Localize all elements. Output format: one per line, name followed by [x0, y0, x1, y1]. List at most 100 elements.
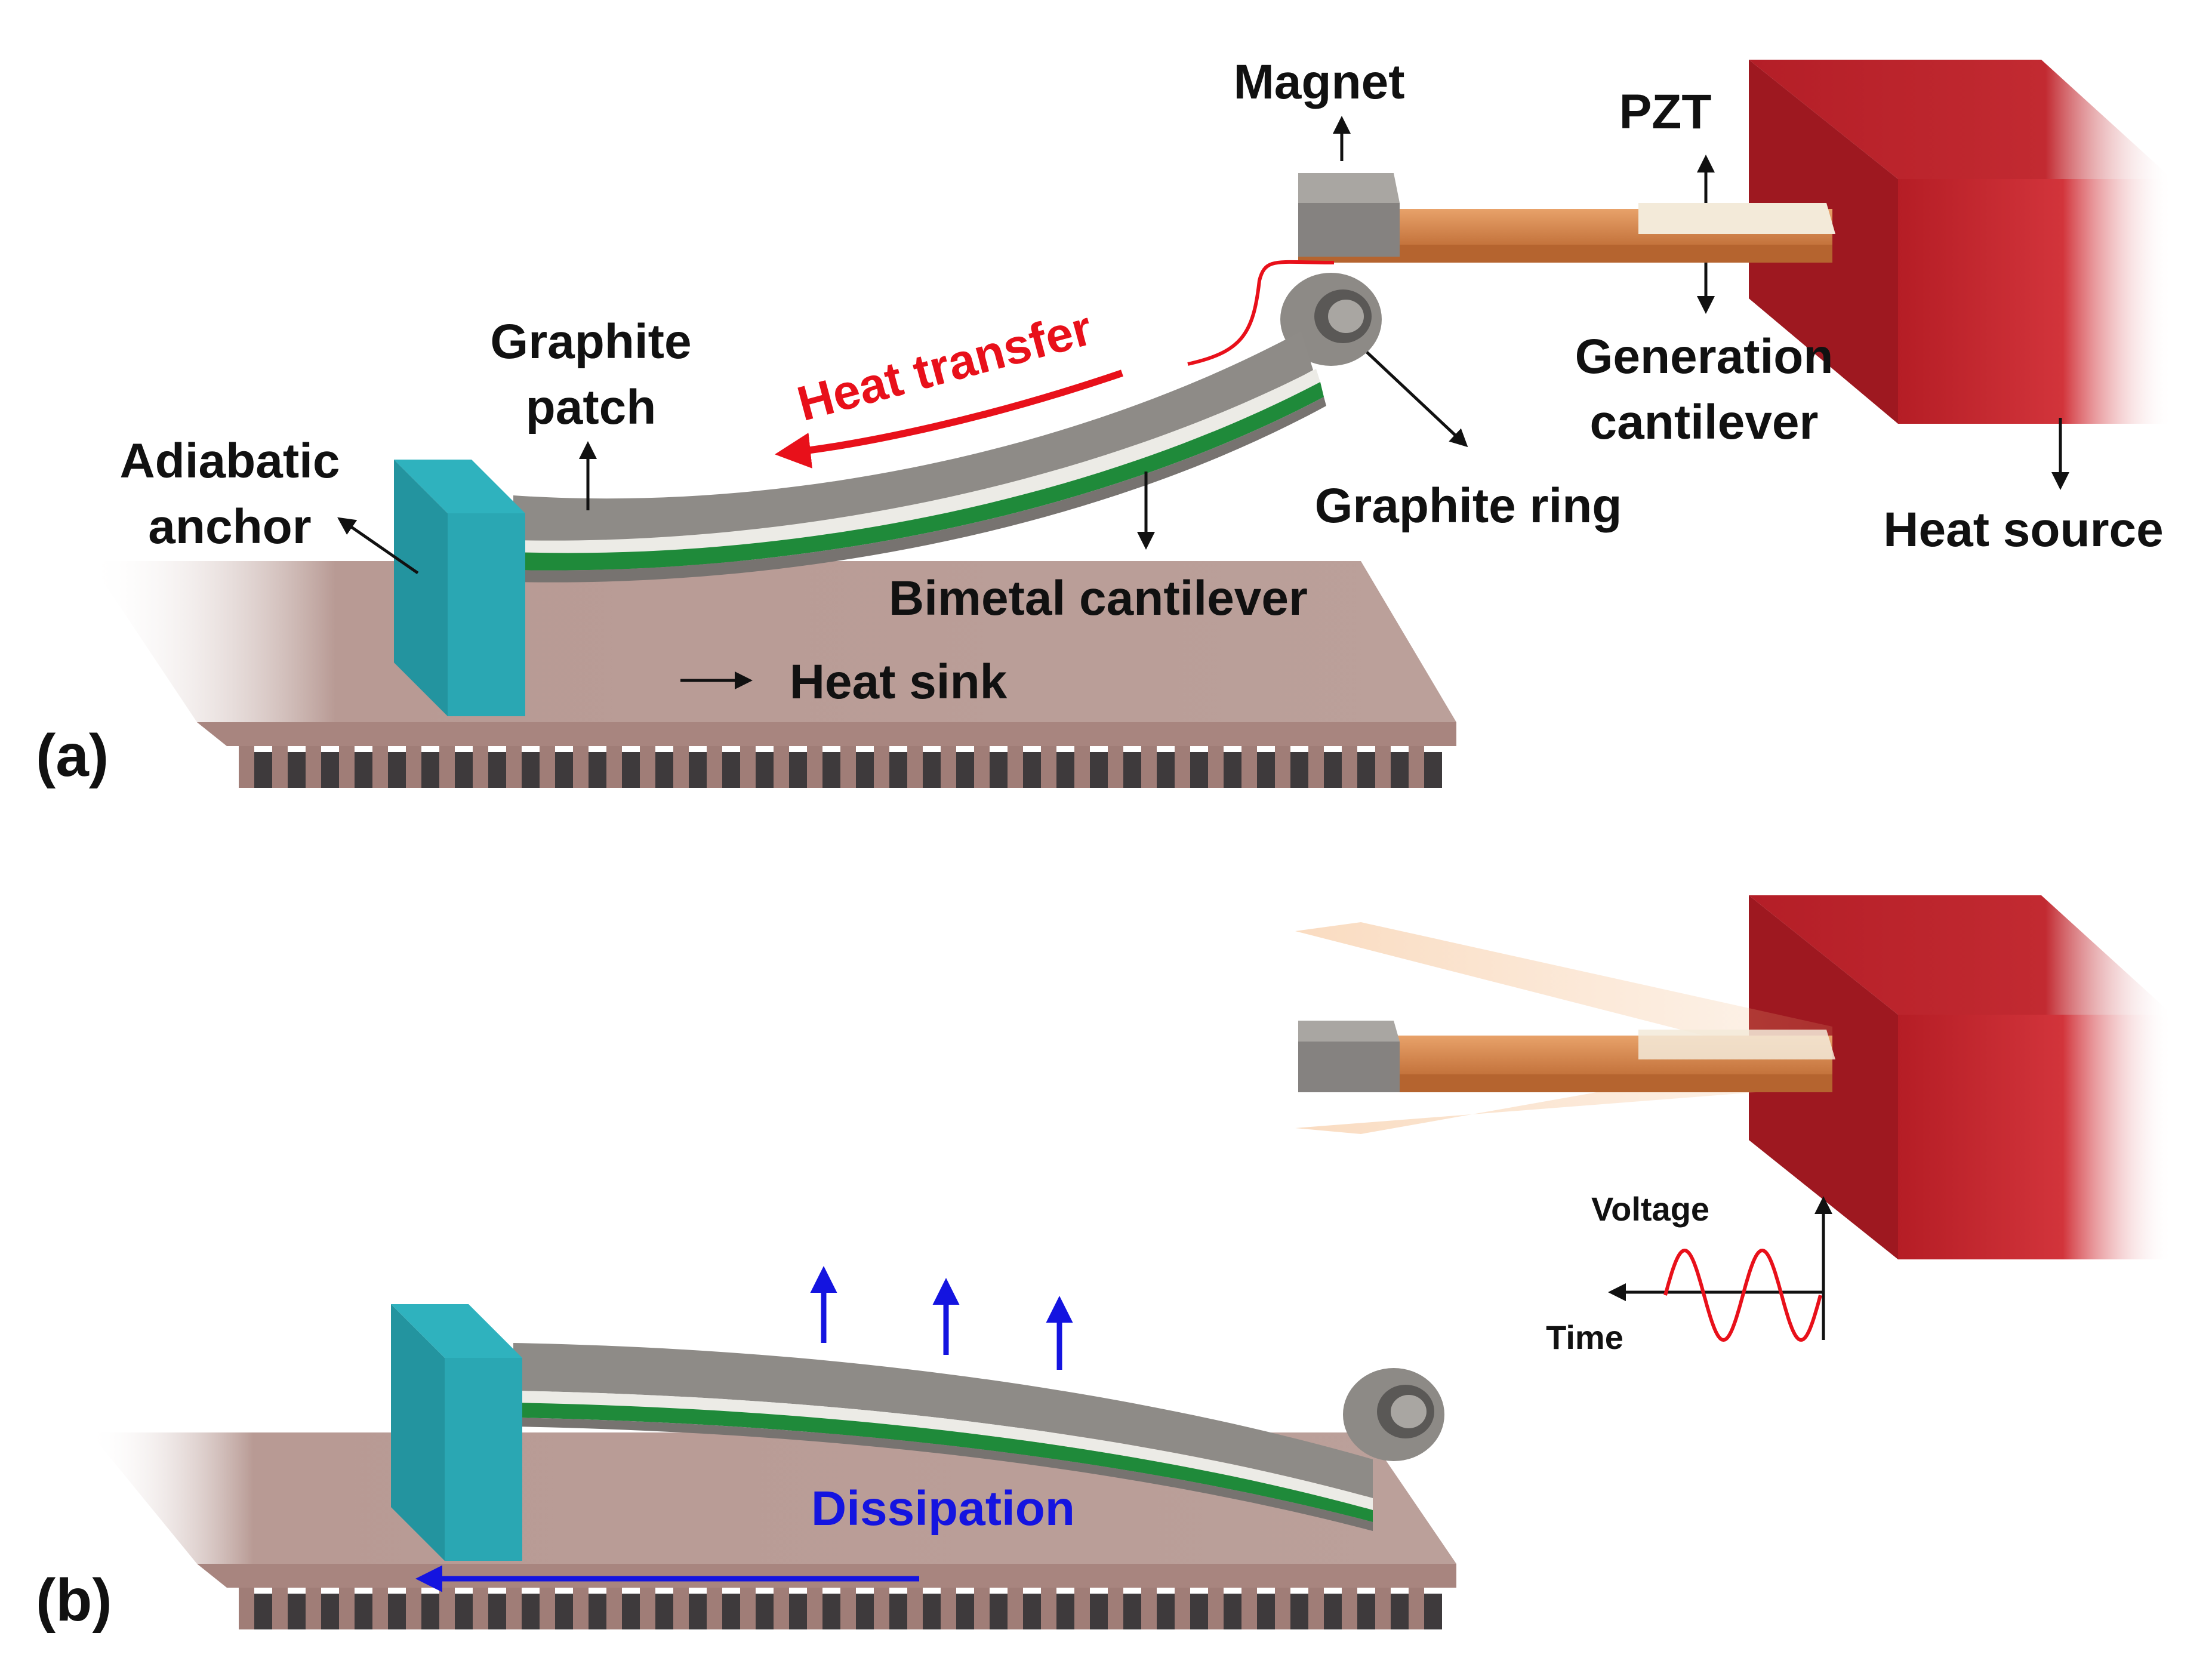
heat-sink-fin-gap: [388, 752, 406, 788]
anchor-diagonal-arrow-icon: [337, 517, 419, 575]
heat-sink-fin-gap: [1224, 1594, 1241, 1629]
heat-sink-fin-gap: [889, 1594, 907, 1629]
sine-wave-icon: [1663, 1248, 1822, 1342]
heat-sink-fin-gap: [1290, 1594, 1308, 1629]
heat-transfer-arrow: [775, 369, 1123, 469]
heat-sink-fin: [239, 746, 254, 788]
heat-sink-fin: [473, 746, 488, 788]
heat-sink-fin-gap: [455, 752, 473, 788]
bimetal-cantilever: [513, 331, 1326, 583]
heat-sink-fin: [707, 746, 722, 788]
heat-sink-fin-gap: [622, 1594, 640, 1629]
heat-sink-fin-gap: [789, 752, 807, 788]
heat-sink-fin-gap: [923, 1594, 941, 1629]
heat-sink-fin-gap: [1023, 752, 1041, 788]
pzt-layer: [1638, 203, 1835, 234]
vibrating-cantilever: [1295, 922, 1835, 1134]
heat-sink-b: [90, 1432, 1456, 1629]
heat-sink-fin-gap: [822, 752, 840, 788]
heat-sink-fin-gap: [254, 752, 272, 788]
label-adiabatic-anchor-line1: Adiabatic: [119, 434, 340, 488]
heat-sink-fin-gap: [990, 1594, 1008, 1629]
heat-sink-fin-gap: [1023, 1594, 1041, 1629]
heat-sink-fin-gap: [1090, 752, 1108, 788]
heat-sink-fin-gap: [856, 1594, 874, 1629]
panel-a: Magnet PZT Graphite patch Adiabatic anch…: [36, 55, 2173, 789]
heat-sink-fin-gap: [1391, 752, 1409, 788]
heat-sink-fin: [1041, 746, 1056, 788]
heat-sink-fin-gap: [555, 1594, 573, 1629]
adiabatic-anchor: [394, 460, 525, 716]
heat-sink-fin: [1074, 746, 1090, 788]
heat-sink-fin-gap: [756, 1594, 774, 1629]
heat-sink-fin: [907, 746, 923, 788]
heat-sink-fin: [1342, 746, 1357, 788]
heat-sink-fin: [1208, 1588, 1224, 1629]
panel-b: Voltage Time Dissipation (b): [36, 895, 2173, 1634]
heat-sink-fin-gap: [1324, 1594, 1342, 1629]
heat-sink-fin-gap: [789, 1594, 807, 1629]
heat-sink-fin-gap: [956, 1594, 974, 1629]
heat-sink-fin-gap: [689, 1594, 707, 1629]
heat-sink-fin-gap: [555, 752, 573, 788]
heat-sink-fin-gap: [889, 752, 907, 788]
heat-sink-fin-gap: [756, 752, 774, 788]
heat-sink-fin: [673, 1588, 689, 1629]
graphite-ring: [1280, 273, 1382, 366]
heat-sink-fin: [239, 1588, 254, 1629]
label-voltage: Voltage: [1591, 1190, 1709, 1228]
heat-sink-fin-gap: [923, 752, 941, 788]
heat-sink-fin-gap: [522, 1594, 540, 1629]
generation-cantilever: [1298, 203, 1835, 263]
heat-sink-fin: [1008, 746, 1023, 788]
heat-sink-fin: [807, 746, 822, 788]
heat-sink-fin: [907, 1588, 923, 1629]
heat-sink-fin: [974, 1588, 990, 1629]
heat-sink-fin-gap: [1391, 1594, 1409, 1629]
heat-sink-fin-gap: [1357, 752, 1375, 788]
heat-sink-fin-gap: [589, 1594, 606, 1629]
heat-sink-fin-gap: [355, 752, 372, 788]
heat-sink-fin: [941, 746, 956, 788]
heat-sink-fin: [840, 746, 856, 788]
heat-sink-fin-gap: [355, 1594, 372, 1629]
heat-sink-fin: [306, 1588, 321, 1629]
heat-sink-fin-gap: [288, 752, 306, 788]
label-graphite-ring: Graphite ring: [1315, 479, 1622, 533]
heat-sink-fin: [1041, 1588, 1056, 1629]
heat-sink-fin: [606, 746, 622, 788]
heat-sink-fin: [306, 746, 321, 788]
heat-sink-fin: [840, 1588, 856, 1629]
heat-path-line: [1187, 260, 1335, 366]
voltage-time-plot: Voltage Time: [1546, 1190, 1832, 1356]
panel-b-tag: (b): [36, 1567, 112, 1634]
heat-sink-fin: [1375, 1588, 1391, 1629]
heat-sink-fin-gap: [1357, 1594, 1375, 1629]
heat-sink-fin: [573, 1588, 589, 1629]
graphite-ring-b: [1343, 1368, 1444, 1461]
heat-sink-fin-gap: [689, 752, 707, 788]
heat-sink-fin: [406, 746, 421, 788]
label-generation-cantilever-line2: cantilever: [1590, 395, 1819, 449]
heat-sink-fin: [1208, 746, 1224, 788]
heat-sink-fin: [506, 1588, 522, 1629]
heat-sink-fin-gap: [822, 1594, 840, 1629]
label-graphite-patch-line2: patch: [526, 380, 657, 435]
heat-sink-fin: [1409, 746, 1424, 788]
heat-sink-fin-gap: [722, 1594, 740, 1629]
heat-sink-fin: [774, 746, 789, 788]
heat-sink-fin-gap: [1257, 1594, 1275, 1629]
heat-sink-fin: [1409, 1588, 1424, 1629]
heat-sink-fin: [640, 746, 655, 788]
heat-sink-fin-gap: [254, 1594, 272, 1629]
label-adiabatic-anchor-line2: anchor: [148, 500, 311, 554]
heat-sink-fin: [606, 1588, 622, 1629]
heat-sink-fins-b: [239, 1588, 1442, 1629]
heat-sink-fin: [807, 1588, 822, 1629]
heat-sink-fin: [1275, 746, 1290, 788]
heat-sink-fin: [339, 1588, 355, 1629]
heat-sink-fin: [372, 1588, 388, 1629]
heat-sink-fin: [1308, 1588, 1324, 1629]
heat-sink-fin-gap: [655, 752, 673, 788]
heat-sink-fin-gap: [321, 1594, 339, 1629]
